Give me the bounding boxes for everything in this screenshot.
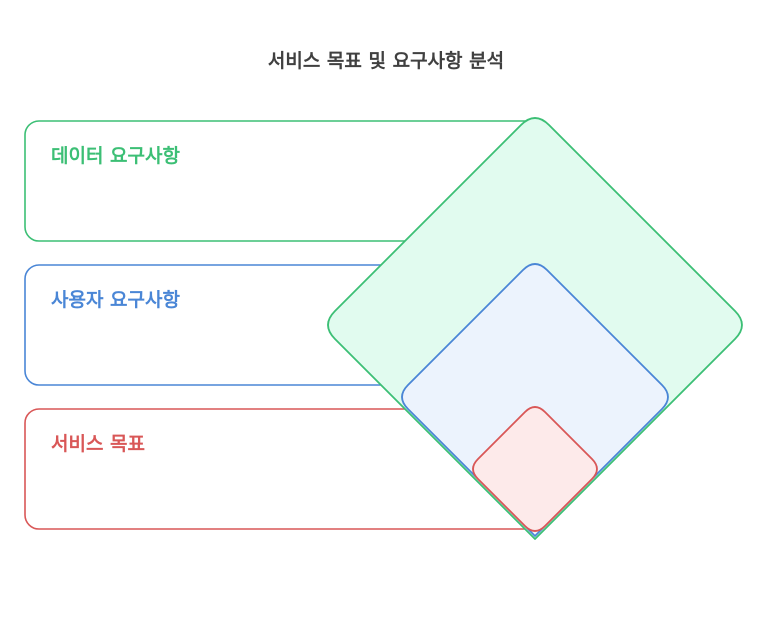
diamond-service-goal <box>472 406 598 532</box>
layer-label-data-requirements: 데이터 요구사항 <box>51 145 180 167</box>
diagram-title: 서비스 목표 및 요구사항 분석 <box>267 50 505 72</box>
layer-label-service-goal: 서비스 목표 <box>51 433 145 455</box>
layer-label-user-requirements: 사용자 요구사항 <box>51 289 180 311</box>
diamond-user-requirements <box>401 263 669 537</box>
